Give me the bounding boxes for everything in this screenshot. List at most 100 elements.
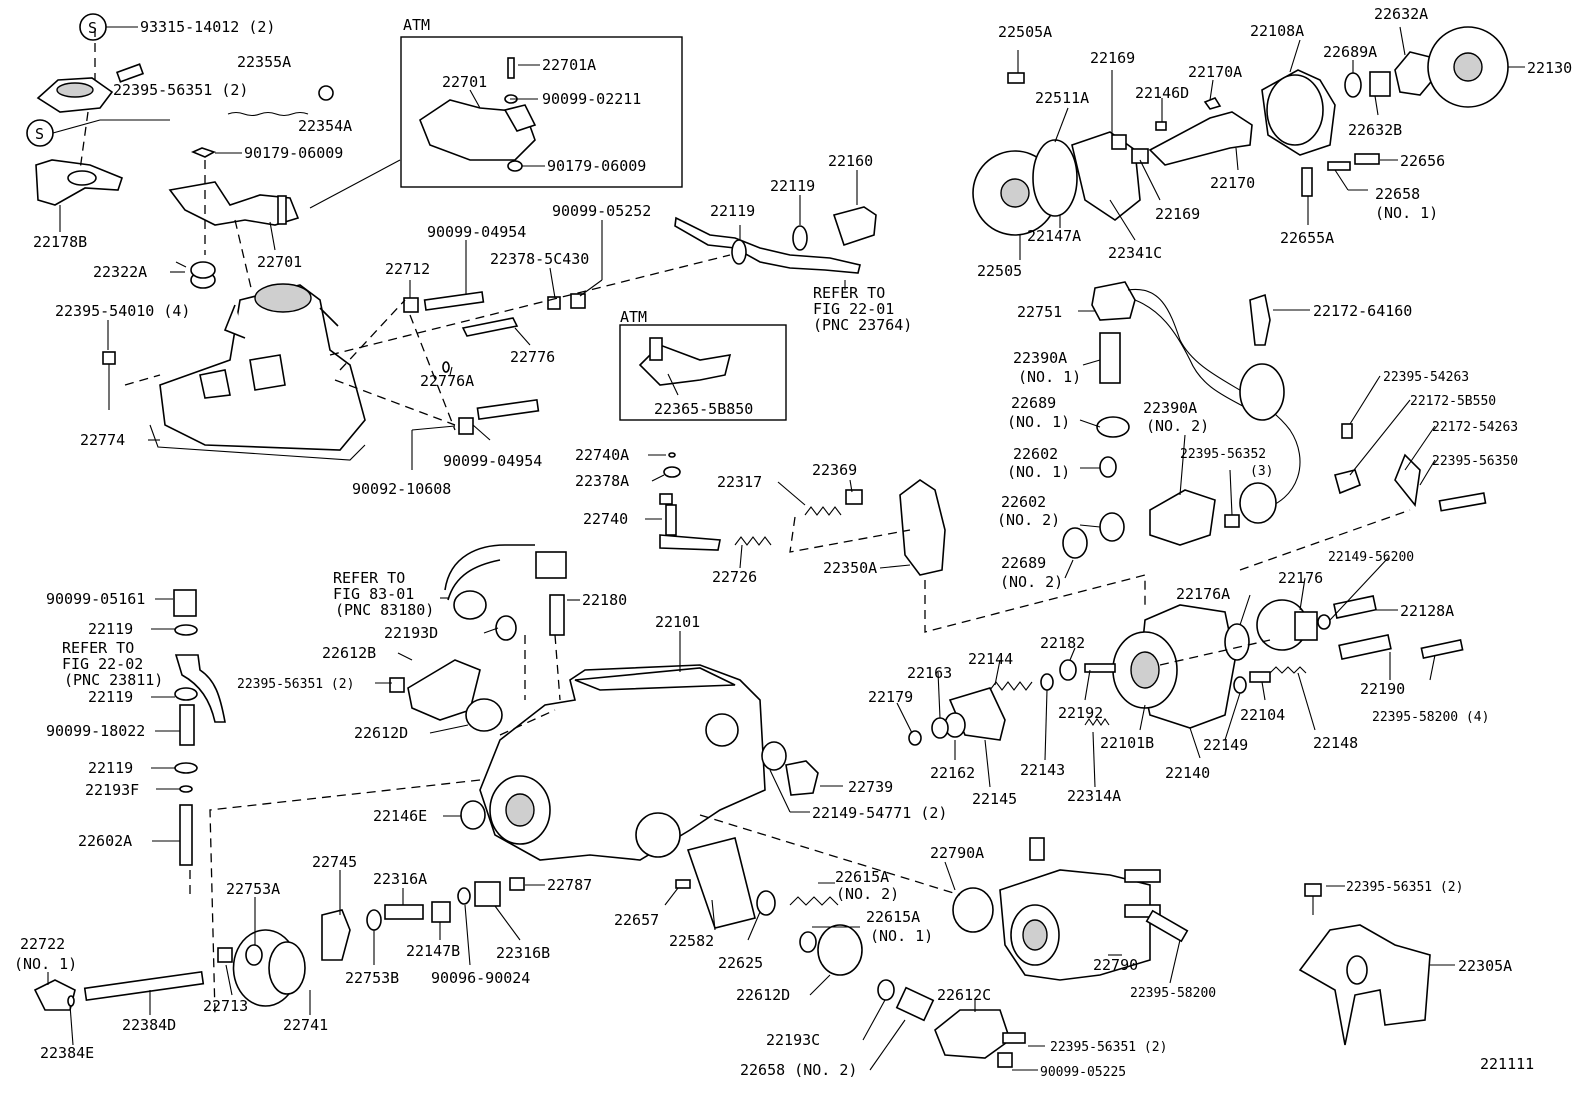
callout-22655a: 22655A (1280, 229, 1334, 247)
callout-22722-no: (NO. 1) (14, 955, 77, 973)
callout-22774: 22774 (80, 431, 125, 449)
callout-22147b: 22147B (406, 942, 460, 960)
callout-22612d-a: 22612D (354, 724, 408, 742)
callout-22149-56200: 22149-56200 (1328, 550, 1414, 565)
callout-22354a: 22354A (298, 117, 352, 135)
callout-22745: 22745 (312, 853, 357, 871)
callout-22602-1: 22602 (1013, 445, 1058, 463)
callout-22119-b: 22119 (770, 177, 815, 195)
callout-22712: 22712 (385, 260, 430, 278)
callout-22128a: 22128A (1400, 602, 1454, 620)
callout-22176a: 22176A (1176, 585, 1230, 603)
callout-22753a: 22753A (226, 880, 280, 898)
callout-22790: 22790 (1093, 956, 1138, 974)
refer-to-2-line1: REFER TO (333, 569, 405, 587)
callout-22172-54263: 22172-54263 (1432, 420, 1518, 435)
callout-22656: 22656 (1400, 152, 1445, 170)
callout-22395-54263: 22395-54263 (1383, 370, 1469, 385)
callout-22119-c: 22119 (88, 620, 133, 638)
refer-to-2-line2: FIG 83-01 (333, 585, 414, 603)
pump-body-22101-part (479, 664, 766, 861)
callout-22384d: 22384D (122, 1016, 176, 1034)
callout-22365-5b850: 22365-5B850 (654, 400, 753, 418)
callout-22602-2-no: (NO. 2) (997, 511, 1060, 529)
callout-22378a: 22378A (575, 472, 629, 490)
assembly-dashed-lines (79, 28, 1411, 1016)
refer-to-1-line1: REFER TO (813, 284, 885, 302)
refer-to-2-line3: (PNC 83180) (335, 601, 434, 619)
callout-22390a-2: 22390A (1143, 399, 1197, 417)
callout-22384e: 22384E (40, 1044, 94, 1062)
callout-22632a: 22632A (1374, 5, 1428, 23)
atm-box-2 (619, 324, 787, 421)
callout-22179: 22179 (868, 688, 913, 706)
callout-22395-54010: 22395-54010 (4) (55, 302, 190, 320)
callout-22726: 22726 (712, 568, 757, 586)
callout-22390a-1-no: (NO. 1) (1018, 368, 1081, 386)
figure-code: 221111 (1480, 1055, 1534, 1073)
callout-22369: 22369 (812, 461, 857, 479)
callout-22776a: 22776A (420, 372, 474, 390)
callout-22701-atm: 22701 (442, 73, 487, 91)
callout-90099-18022: 90099-18022 (46, 722, 145, 740)
callout-22147a: 22147A (1027, 227, 1081, 245)
callout-22739: 22739 (848, 778, 893, 796)
callout-22701a: 22701A (542, 56, 596, 74)
callout-90092-10608: 90092-10608 (352, 480, 451, 498)
callout-22689a: 22689A (1323, 43, 1377, 61)
callout-22172-64160: 22172-64160 (1313, 302, 1412, 320)
callout-22172-5b550: 22172-5B550 (1410, 394, 1496, 409)
callout-22625: 22625 (718, 954, 763, 972)
callout-22582: 22582 (669, 932, 714, 950)
callout-22130: 22130 (1527, 59, 1572, 77)
callout-22395-56351-c: 22395-56351 (2) (1050, 1040, 1167, 1055)
callout-22395-58200-4: 22395-58200 (4) (1372, 710, 1489, 725)
callout-22615a-1-no: (NO. 1) (870, 927, 933, 945)
callout-22160: 22160 (828, 152, 873, 170)
callout-22602-1-no: (NO. 1) (1007, 463, 1070, 481)
callout-22170a: 22170A (1188, 63, 1242, 81)
callout-22149-54771: 22149-54771 (2) (812, 804, 947, 822)
s-symbol-a-label: S (88, 19, 97, 37)
callout-22140: 22140 (1165, 764, 1210, 782)
callout-22170: 22170 (1210, 174, 1255, 192)
callout-22753b: 22753B (345, 969, 399, 987)
callout-22511a: 22511A (1035, 89, 1089, 107)
leader-lines (47, 26, 1525, 1071)
callout-22119-d: 22119 (88, 688, 133, 706)
callout-90099-02211: 90099-02211 (542, 90, 641, 108)
callout-90099-05252: 90099-05252 (552, 202, 651, 220)
callout-22689-2: 22689 (1001, 554, 1046, 572)
callout-22602-2: 22602 (1001, 493, 1046, 511)
callout-22602a: 22602A (78, 832, 132, 850)
callout-90099-05225: 90099-05225 (1040, 1065, 1126, 1080)
callout-22146d: 22146D (1135, 84, 1189, 102)
callout-22104: 22104 (1240, 706, 1285, 724)
callout-22689-2-no: (NO. 2) (1000, 573, 1063, 591)
callout-22169-b: 22169 (1155, 205, 1200, 223)
callout-90179-06009-b: 90179-06009 (547, 157, 646, 175)
callout-22658-no1-sub: (NO. 1) (1375, 204, 1438, 222)
callout-22350a: 22350A (823, 559, 877, 577)
callout-22395-56352-qty: (3) (1250, 464, 1273, 479)
callout-22148: 22148 (1313, 734, 1358, 752)
callout-22305a: 22305A (1458, 957, 1512, 975)
callout-22741: 22741 (283, 1016, 328, 1034)
callout-22395-56350: 22395-56350 (1432, 454, 1518, 469)
callout-22108a: 22108A (1250, 22, 1304, 40)
callout-22395-56351-d: 22395-56351 (2) (1346, 880, 1463, 895)
callout-22193c: 22193C (766, 1031, 820, 1049)
callout-22176: 22176 (1278, 569, 1323, 587)
callout-22787: 22787 (547, 876, 592, 894)
callout-90099-04954-b: 90099-04954 (443, 452, 542, 470)
callout-22615a-1: 22615A (866, 908, 920, 926)
callout-22713: 22713 (203, 997, 248, 1015)
callout-22632b: 22632B (1348, 121, 1402, 139)
callout-22612d-b: 22612D (736, 986, 790, 1004)
callout-22740: 22740 (583, 510, 628, 528)
callout-22146e: 22146E (373, 807, 427, 825)
callout-22316b: 22316B (496, 944, 550, 962)
atm-label-1: ATM (403, 16, 430, 34)
callout-22314a: 22314A (1067, 787, 1121, 805)
